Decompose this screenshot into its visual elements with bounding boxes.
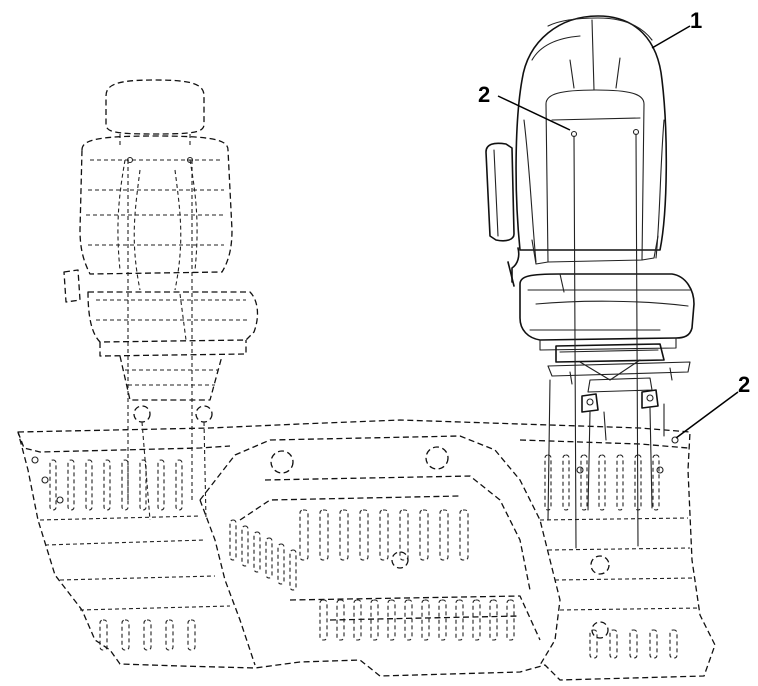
floor-mount-holes (31, 436, 679, 504)
tunnel-rib (489, 599, 498, 641)
tunnel-rib (370, 599, 379, 641)
tunnel-rib (421, 599, 430, 641)
floor-rib (99, 619, 108, 651)
floor-rib (175, 459, 183, 511)
tunnel-rib (319, 599, 328, 641)
passenger-seat (63, 79, 259, 521)
tunnel-rib (472, 599, 481, 641)
floor-rib (562, 454, 570, 511)
floor-hole (576, 466, 584, 474)
driver-seat-back (515, 15, 668, 251)
driver-seat-front-bracket-left (581, 393, 599, 413)
driver-seat-suspension (555, 343, 665, 363)
floor-rib (669, 629, 678, 659)
floor-rib (139, 459, 147, 511)
floor-rib (649, 629, 658, 659)
tunnel-rib (438, 599, 447, 641)
floor-hole (56, 496, 64, 504)
floor-pan (17, 419, 716, 681)
floor-rib (49, 459, 57, 511)
tunnel-rib (379, 509, 389, 561)
tunnel-rib (339, 509, 349, 561)
tunnel-rib (299, 509, 309, 561)
floor-rib (67, 459, 75, 511)
floor-rib (143, 619, 152, 651)
tunnel-rib (253, 531, 261, 573)
tunnel-rib (277, 543, 285, 585)
leader-line-1 (651, 25, 691, 49)
tunnel-rib (319, 509, 329, 561)
floor-rib (609, 629, 618, 659)
callout-2-seat: 2 (478, 82, 490, 107)
callouts: 1 2 2 (478, 8, 750, 439)
floor-rib (589, 629, 598, 659)
right-floor-ribs (544, 454, 678, 659)
tunnel-rib (455, 599, 464, 641)
floor-rib (598, 454, 606, 511)
floor-hole (41, 476, 49, 484)
tunnel-rib (289, 549, 297, 591)
floor-rib (165, 619, 174, 651)
callout-1: 1 (690, 8, 702, 33)
tunnel-rib (399, 509, 409, 561)
floor-rib (121, 459, 129, 511)
floor-rib (616, 454, 624, 511)
floor-hole (656, 466, 664, 474)
tunnel-ribs (229, 509, 515, 641)
driver-armrest (485, 142, 515, 242)
callout-2-floor: 2 (738, 372, 750, 397)
floor-rib (580, 454, 588, 511)
floor-rib (103, 459, 111, 511)
tunnel-rib (359, 509, 369, 561)
floor-rib (629, 629, 638, 659)
tunnel-rib (439, 509, 449, 561)
tunnel-rib (353, 599, 362, 641)
tunnel-rib (336, 599, 345, 641)
tunnel-rib (506, 599, 515, 641)
leader-line-2a (497, 95, 571, 131)
tunnel-rib (404, 599, 413, 641)
tunnel-rib (419, 509, 429, 561)
driver-seat-front-bracket-right (641, 389, 659, 409)
floor-hole (671, 436, 679, 444)
floor-rib (157, 459, 165, 511)
tunnel-rib (387, 599, 396, 641)
tunnel-rib (241, 525, 249, 567)
floor-rib (85, 459, 93, 511)
passenger-seat-back (79, 135, 233, 275)
floor-rib (187, 619, 196, 651)
passenger-seat-cushion (87, 291, 259, 343)
tunnel-rib (459, 509, 469, 561)
tunnel-rib (265, 537, 273, 579)
passenger-headrest (105, 79, 205, 135)
floor-rib (652, 454, 660, 511)
floor-rib (121, 619, 130, 651)
leader-line-2b (675, 391, 739, 439)
tunnel-rib (229, 519, 237, 561)
floor-hole (31, 456, 39, 464)
left-floor-ribs (49, 459, 196, 651)
driver-seat[interactable] (485, 15, 695, 549)
